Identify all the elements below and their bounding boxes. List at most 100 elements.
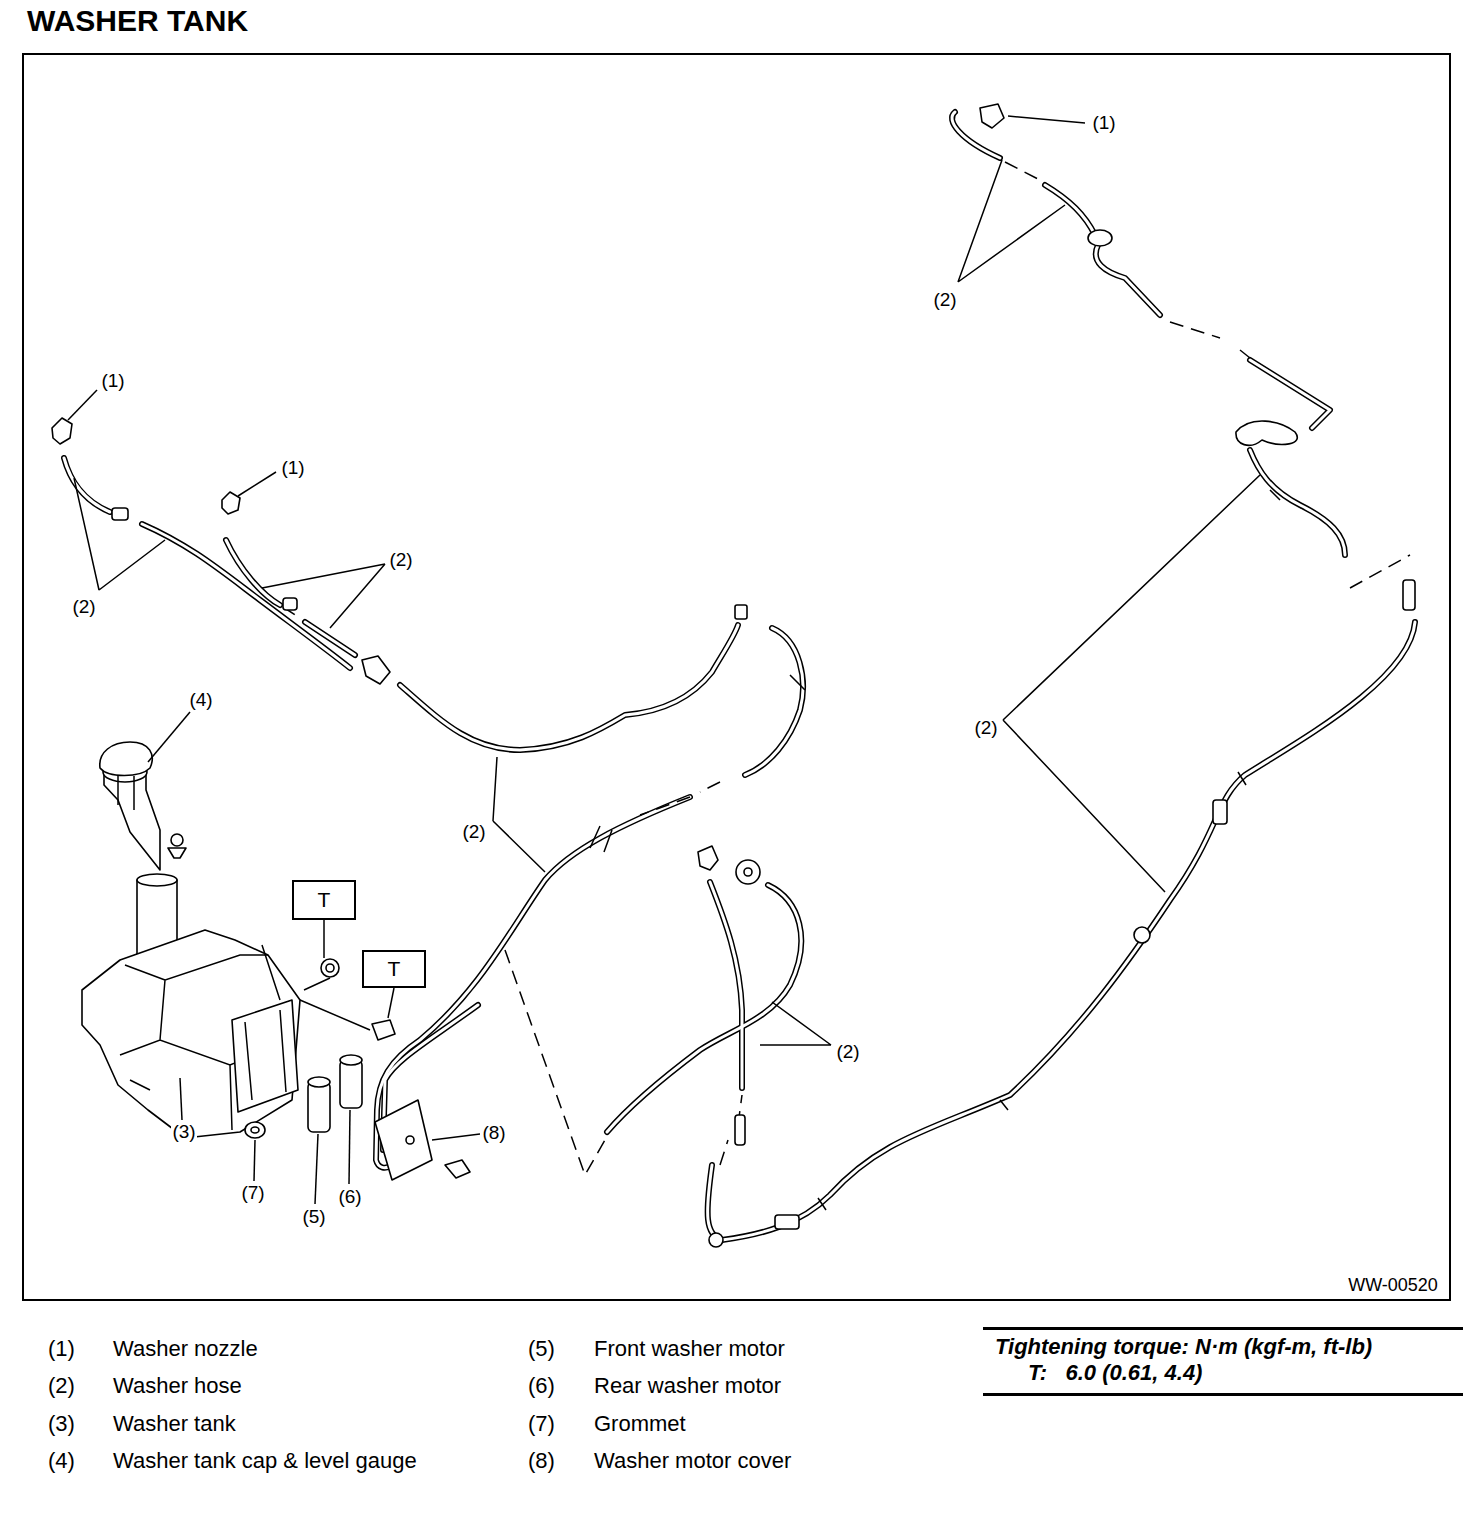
illustration-part (112, 508, 128, 520)
illustration-part (1096, 245, 1160, 315)
callout-number: (2) (71, 596, 96, 618)
illustration-part (775, 1215, 799, 1229)
callout-number: (1) (280, 457, 305, 479)
illustration-part (68, 116, 1260, 1204)
illustration-part (1045, 185, 1095, 235)
illustration-part (372, 1020, 395, 1040)
illustration-part (148, 712, 190, 762)
illustration-part (349, 1110, 350, 1184)
illustration-part (1003, 475, 1260, 892)
parts-list-entry: (6) (528, 1373, 555, 1398)
illustration-part (698, 846, 718, 870)
illustration-part (82, 742, 470, 1180)
illustration-part (142, 524, 350, 668)
illustration-part (315, 1134, 318, 1204)
illustration-part (254, 1140, 255, 1181)
illustration-part (321, 959, 339, 977)
callout-number: (4) (188, 689, 213, 711)
illustration-part (607, 885, 801, 1132)
illustration-part (52, 104, 1415, 1247)
illustration-part (104, 770, 160, 870)
illustration-part (735, 1115, 745, 1145)
illustration-part (226, 540, 280, 605)
illustration-part (308, 1077, 330, 1087)
illustration-part (1005, 162, 1040, 180)
illustration-part (52, 418, 72, 444)
illustration-part (710, 882, 742, 1088)
callout-number: (7) (240, 1182, 265, 1204)
illustration-part (744, 868, 752, 876)
illustration-part (400, 625, 738, 750)
illustration-part (1250, 450, 1345, 555)
illustration-part (323, 920, 325, 958)
parts-list-entry: Washer nozzle (113, 1336, 258, 1361)
illustration-part (1096, 245, 1160, 315)
title: WASHER TANK (27, 4, 248, 39)
illustration-part (251, 1127, 259, 1133)
illustration-part (1088, 230, 1112, 246)
parts-list-entry: Washer tank cap & level gauge (113, 1448, 417, 1473)
illustration-part (735, 605, 747, 619)
illustration-part (720, 1140, 728, 1165)
illustration-part (745, 628, 803, 775)
illustration-part (406, 1136, 414, 1144)
illustration-part (505, 950, 605, 1175)
illustration-part (700, 782, 720, 792)
illustration-part (1403, 580, 1415, 610)
illustration-part (326, 964, 334, 972)
illustration-part (640, 797, 690, 815)
parts-list-entry: (7) (528, 1411, 555, 1436)
illustration-part (1250, 360, 1330, 428)
torque-symbol: T (388, 956, 401, 981)
illustration-part (362, 656, 390, 684)
parts-list-entry: (2) (48, 1373, 75, 1398)
torque-value: T: 6.0 (0.61, 4.4) (983, 1360, 1463, 1386)
illustration-part (222, 492, 240, 514)
torque-symbol: T (318, 887, 331, 912)
illustration-part (262, 564, 385, 628)
illustration-part (245, 1122, 265, 1138)
illustration-part (388, 988, 394, 1018)
illustration-part (283, 598, 297, 610)
illustration-part (137, 874, 177, 886)
callout-number: (2) (835, 1041, 860, 1063)
illustration-part (1250, 450, 1345, 555)
illustration-part (710, 882, 742, 1088)
callout-number: (5) (301, 1206, 326, 1228)
parts-list-entry: (4) (48, 1448, 75, 1473)
parts-list-entry: Washer hose (113, 1373, 242, 1398)
illustration-part (340, 1060, 362, 1108)
parts-list-entry: Grommet (594, 1411, 686, 1436)
torque-mark-box: T (362, 950, 426, 988)
illustration-part (100, 742, 152, 776)
parts-list-entry: (8) (528, 1448, 555, 1473)
illustration-part (1350, 555, 1410, 588)
parts-list-entry: Washer motor cover (594, 1448, 791, 1473)
illustration-part (432, 1134, 480, 1140)
illustration-part (1236, 421, 1297, 445)
torque-mark-box: T (292, 880, 356, 920)
illustration-part (168, 848, 186, 858)
illustration-part (1240, 350, 1250, 358)
illustration-part (980, 104, 1004, 128)
parts-list-entry: Rear washer motor (594, 1373, 781, 1398)
callout-number: (6) (337, 1186, 362, 1208)
illustration-part (958, 160, 1065, 282)
callout-number: (1) (100, 370, 125, 392)
illustration-part (232, 1000, 298, 1112)
illustration-part (118, 776, 134, 810)
illustration-part (308, 1082, 330, 1132)
illustration-part (82, 930, 300, 1138)
illustration-part (708, 622, 1415, 1240)
callout-number: (2) (388, 549, 413, 571)
parts-list-entry: Front washer motor (594, 1336, 785, 1361)
torque-note: Tightening torque: N·m (kgf-m, ft-lb)T: … (983, 1327, 1463, 1396)
illustration-part (68, 390, 97, 420)
illustration-part (709, 1233, 723, 1247)
illustration-part (64, 112, 1415, 1240)
illustration-part (375, 1100, 432, 1180)
parts-list-entry: Washer tank (113, 1411, 236, 1436)
parts-list-entry: (1) (48, 1336, 75, 1361)
illustration-part (245, 945, 286, 1100)
